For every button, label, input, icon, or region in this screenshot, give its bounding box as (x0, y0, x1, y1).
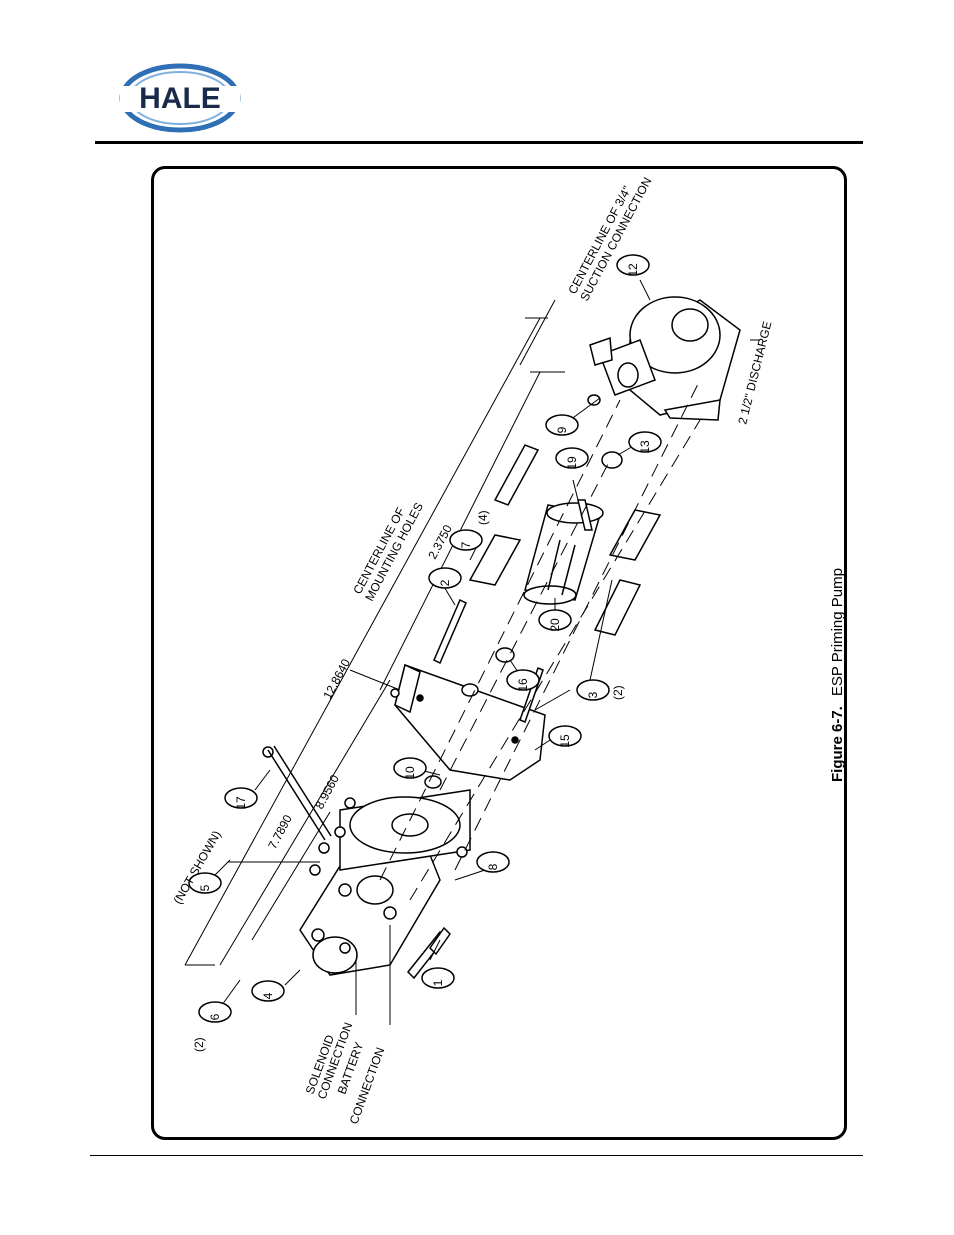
callout-17: 17 (234, 796, 248, 810)
qty-2-left: (2) (192, 1037, 206, 1052)
callout-19: 19 (565, 456, 579, 470)
callout-4: 4 (261, 992, 275, 999)
callout-5: 5 (198, 884, 212, 891)
dim-8-9560: 8.9560 (312, 772, 342, 811)
not-shown-label: (NOT SHOWN) (170, 828, 223, 906)
callout-9: 9 (555, 426, 569, 433)
callout-13: 13 (638, 440, 652, 454)
discharge-label: 2 1/2" DISCHARGE (735, 320, 774, 426)
cable (263, 746, 345, 875)
end-housing (590, 297, 740, 420)
callout-3: 3 (586, 691, 600, 698)
callout-16: 16 (516, 678, 530, 692)
figure-caption: Figure 6-7.ESP Priming Pump (829, 568, 846, 782)
callout-10: 10 (403, 766, 417, 780)
dim-7-7890: 7.7890 (265, 812, 295, 851)
callout-6: 6 (208, 1013, 222, 1020)
callout-20: 20 (548, 618, 562, 632)
motor-assembly (300, 790, 470, 975)
callout-7: 7 (459, 541, 473, 548)
callout-2: 2 (438, 579, 452, 586)
callout-15: 15 (558, 734, 572, 748)
callout-8: 8 (486, 863, 500, 870)
qty-4: (4) (476, 510, 490, 525)
callout-12: 12 (626, 263, 640, 277)
dim-12-8640: 12.8640 (320, 656, 353, 701)
qty-2-right: (2) (611, 685, 625, 700)
callout-1: 1 (431, 979, 445, 986)
pump-body (524, 500, 603, 604)
